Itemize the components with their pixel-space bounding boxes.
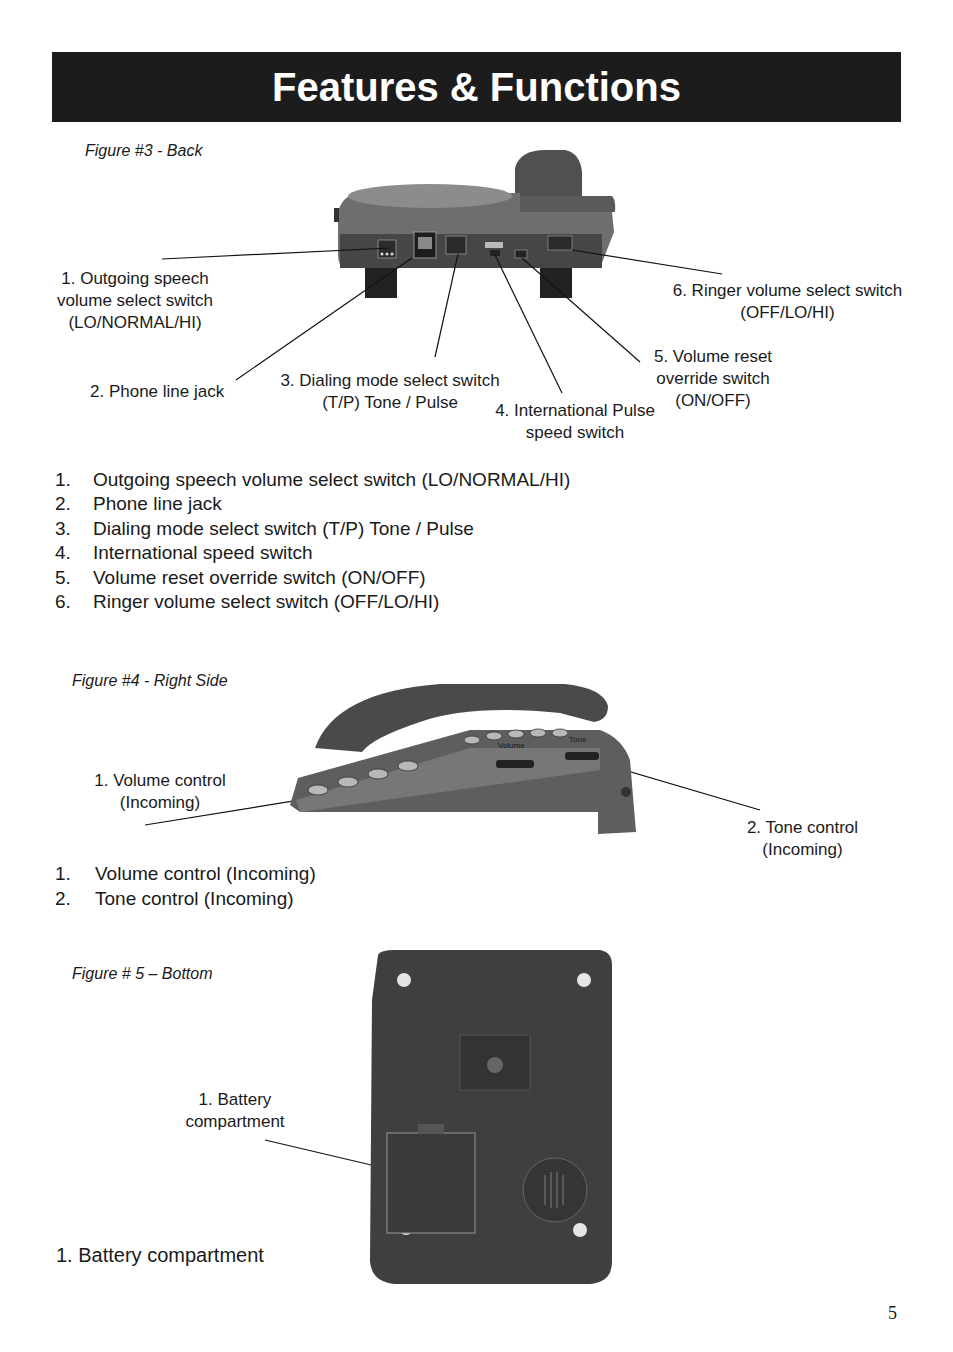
phone-back — [334, 150, 615, 298]
center-pad — [487, 1057, 503, 1073]
panel-marking: Volume — [498, 741, 525, 751]
callout-label: 3. Dialing mode select switch (T/P) Tone… — [265, 370, 515, 414]
base-plate — [370, 950, 612, 1284]
side-notch — [334, 208, 339, 222]
center-recess — [460, 1035, 530, 1090]
figure-caption: Figure #3 - Back — [85, 140, 202, 162]
back-panel — [340, 234, 602, 268]
leader-line — [162, 248, 390, 259]
list-item: 1. Battery compartment — [56, 1244, 264, 1266]
dot — [391, 253, 394, 256]
callout-label: 2. Phone line jack — [90, 381, 224, 403]
dot — [381, 253, 384, 256]
page-number: 5 — [888, 1302, 897, 1324]
list-number: 1. — [55, 469, 71, 491]
list-item: Outgoing speech volume select switch (LO… — [93, 469, 570, 491]
handset — [315, 684, 608, 752]
list-item: Ringer volume select switch (OFF/LO/HI) — [93, 591, 439, 613]
list-item: Phone line jack — [93, 493, 222, 515]
pulse-switch-mark — [485, 242, 503, 248]
list-item: Tone control (Incoming) — [95, 888, 294, 910]
leader-line — [435, 254, 458, 357]
handset — [515, 150, 582, 198]
figure-caption: Figure #4 - Right Side — [72, 670, 228, 692]
line-jack — [414, 232, 436, 258]
phone-side — [290, 684, 636, 834]
list-number: 6. — [55, 591, 71, 613]
list-number: 5. — [55, 567, 71, 589]
page-title: Features & Functions — [52, 52, 901, 122]
cradle — [520, 196, 615, 212]
jack-opening — [418, 237, 432, 249]
callout-label: 4. International Pulse speed switch — [495, 400, 655, 444]
list-number: 2. — [55, 493, 71, 515]
callout-label: 1. Battery compartment — [175, 1089, 295, 1133]
list-item: International speed switch — [93, 542, 313, 564]
reset-override-switch — [515, 250, 527, 258]
list-number: 3. — [55, 518, 71, 540]
tone-slider — [565, 752, 599, 760]
list-item: Volume reset override switch (ON/OFF) — [93, 567, 426, 589]
list-number: 4. — [55, 542, 71, 564]
speaker-grille — [523, 1158, 587, 1222]
body-side — [296, 748, 600, 812]
keys — [308, 729, 568, 795]
battery-door — [387, 1133, 475, 1233]
list-item: Volume control (Incoming) — [95, 863, 316, 885]
dial-mode-switch — [446, 236, 466, 254]
callout-label: 2. Tone control (Incoming) — [735, 817, 870, 861]
leader-line — [495, 255, 562, 393]
ringer-switch — [548, 236, 572, 250]
callout-label: 1. Volume control (Incoming) — [85, 770, 235, 814]
list-item: Dialing mode select switch (T/P) Tone / … — [93, 518, 474, 540]
callout-label: 6. Ringer volume select switch (OFF/LO/H… — [660, 280, 915, 324]
figure-caption: Figure # 5 – Bottom — [72, 963, 213, 985]
panel-marking: Tone — [569, 735, 586, 745]
volume-slider — [496, 760, 534, 768]
leader-line — [572, 250, 722, 274]
grille-slots — [545, 1172, 563, 1208]
side-hole — [621, 787, 631, 797]
body-dome — [348, 184, 512, 208]
leader-line — [236, 258, 412, 380]
callout-label: 1. Outgoing speech volume select switch … — [45, 268, 225, 334]
list-number: 2. — [55, 888, 71, 910]
dot — [386, 253, 389, 256]
callout-label: 5. Volume reset override switch (ON/OFF) — [643, 346, 783, 412]
leader-line — [522, 258, 640, 362]
phone-bottom — [370, 950, 612, 1284]
battery-latch — [418, 1124, 444, 1134]
list-number: 1. — [55, 863, 71, 885]
